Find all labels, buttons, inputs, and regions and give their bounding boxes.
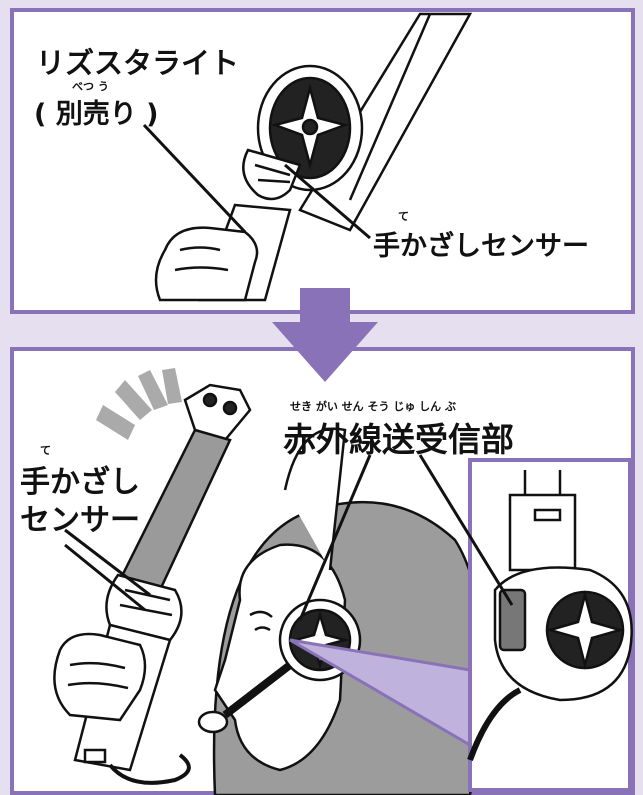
receiver-leader-line-2	[418, 454, 514, 606]
sold-separately-ruby: べつ う	[72, 80, 109, 93]
sold-separately-label: ( 別売り )	[34, 99, 159, 130]
bottom-sensor-ruby: て	[40, 444, 51, 457]
down-arrow-icon	[272, 288, 378, 382]
top-sensor-label: 手かざしセンサー	[373, 231, 589, 262]
bottom-sensor-leader-line-1	[64, 528, 151, 597]
signal-wave-icon	[96, 368, 182, 440]
top-sensor-ruby: て	[398, 210, 409, 223]
receiver-ruby: せき がい せん そう じゅ しん ぶ	[290, 400, 456, 413]
bottom-sensor-label-line1: 手かざし	[20, 465, 140, 500]
product-name-label: リズスタライト	[36, 46, 240, 80]
receiver-leader-line-1	[298, 454, 372, 621]
receiver-label: 赤外線送受信部	[283, 420, 514, 459]
top-product-leader-line	[142, 123, 247, 234]
inset-headset	[467, 470, 633, 762]
top-light-stick	[154, 12, 473, 302]
bottom-sensor-label-line2: センサー	[20, 503, 140, 538]
girl-with-headset	[197, 427, 484, 795]
top-sensor-leader-line	[284, 163, 371, 240]
bottom-sensor-leader-line-2	[64, 543, 146, 612]
bottom-light-stick	[53, 383, 252, 785]
